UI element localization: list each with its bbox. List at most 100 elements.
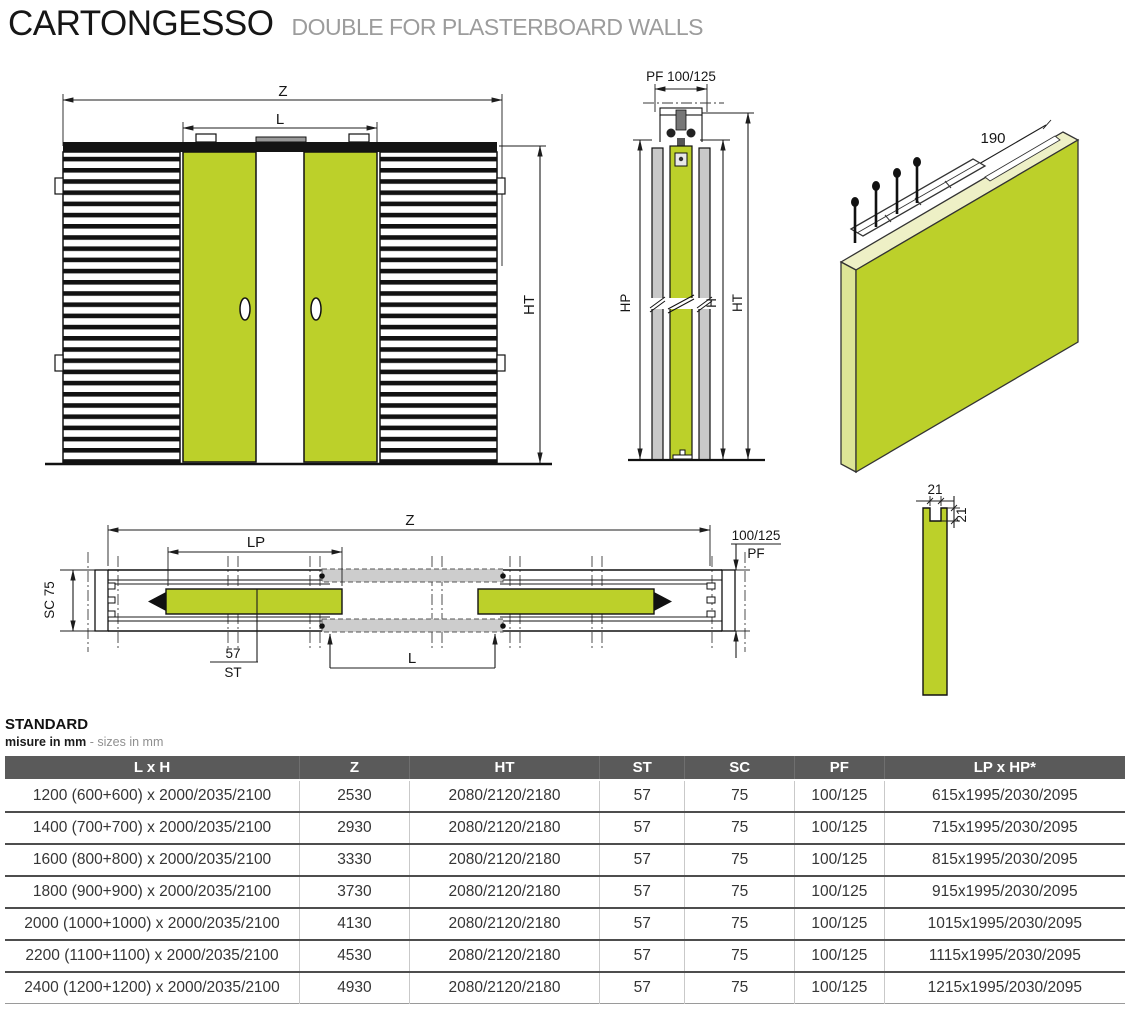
dim-label-plan-l: L xyxy=(408,650,416,667)
table-cell: 4930 xyxy=(299,972,410,1004)
dim-label-groove-length: 190 xyxy=(980,130,1005,147)
table-cell: 75 xyxy=(684,780,795,812)
table-cell: 75 xyxy=(684,876,795,908)
plasterboard-bottom xyxy=(321,618,504,633)
table-cell: 2930 xyxy=(299,812,410,844)
table-header: L x H Z HT ST SC PF LP x HP* xyxy=(5,756,1125,780)
table-cell: 2000 (1000+1000) x 2000/2035/2100 xyxy=(24,915,280,932)
door-handle-left xyxy=(239,297,251,321)
table-cell: 1215x1995/2030/2095 xyxy=(883,972,1125,1004)
door-handle-right xyxy=(310,297,322,321)
panel-front-face xyxy=(855,138,1079,474)
page-title: CARTONGESSO xyxy=(8,4,274,43)
dim-label-section-pf: PF 100/125 xyxy=(646,69,716,84)
column-header-pf: PF xyxy=(794,756,885,780)
dim-label-section-hp: HP xyxy=(618,294,633,313)
table-cell: 2080/2120/2180 xyxy=(408,780,600,812)
table-cell: 2080/2120/2180 xyxy=(408,812,600,844)
dim-label-groove-depth: 21 xyxy=(954,507,969,522)
table-cell: 100/125 xyxy=(794,972,885,1004)
dim-label-section-ht: HT xyxy=(730,294,745,312)
table-note-secondary: - sizes in mm xyxy=(86,735,164,749)
page-subtitle: DOUBLE FOR PLASTERBOARD WALLS xyxy=(291,14,704,40)
table-cell: 1800 (900+900) x 2000/2035/2100 xyxy=(32,883,272,900)
sizes-table: L x H Z HT ST SC PF LP x HP* 1200 (600+6… xyxy=(5,756,1125,1004)
table-cell: 2530 xyxy=(299,780,410,812)
table-cell: 2080/2120/2180 xyxy=(408,876,600,908)
table-cell: 57 xyxy=(599,876,685,908)
screws xyxy=(851,157,921,243)
table-cell: 2400 (1200+1200) x 2000/2035/2100 xyxy=(24,979,280,996)
table-cell: 1400 (700+700) x 2000/2035/2100 xyxy=(32,819,272,836)
table-cell: 75 xyxy=(684,940,795,972)
table-cell: 2080/2120/2180 xyxy=(408,844,600,876)
table-cell: 2080/2120/2180 xyxy=(408,972,600,1004)
table-cell: 915x1995/2030/2095 xyxy=(883,876,1125,908)
table-cell: 615x1995/2030/2095 xyxy=(883,780,1125,812)
track-mechanism xyxy=(659,107,703,148)
track-bar xyxy=(63,142,497,152)
table-cell: 57 xyxy=(599,940,685,972)
page-header: CARTONGESSO DOUBLE FOR PLASTERBOARD WALL… xyxy=(8,4,704,44)
plasterboard-top xyxy=(321,568,504,583)
dim-label-plan-lp: LP xyxy=(247,534,265,551)
dim-label-plan-pf-value: 100/125 xyxy=(732,528,781,543)
table-cell: 100/125 xyxy=(794,876,885,908)
table-cell: 57 xyxy=(599,972,685,1004)
dim-label-plan-st: ST xyxy=(224,665,241,680)
column-header-lpxhp: LP x HP* xyxy=(883,756,1125,780)
table-cell: 2080/2120/2180 xyxy=(408,908,600,940)
dim-label-elevation-ht: HT xyxy=(521,295,538,315)
table-cell: 57 xyxy=(599,812,685,844)
table-cell: 715x1995/2030/2095 xyxy=(883,812,1125,844)
dim-label-plan-sc: SC 75 xyxy=(42,581,57,619)
table-cell: 2080/2120/2180 xyxy=(408,940,600,972)
table-cell: 3730 xyxy=(299,876,410,908)
table-note-primary: misure in mm xyxy=(5,735,87,749)
table-title: STANDARD xyxy=(5,716,89,733)
table-cell: 2200 (1100+1100) x 2000/2035/2100 xyxy=(25,947,279,964)
table-cell: 100/125 xyxy=(794,844,885,876)
vertical-section-drawing: PF 100/125 xyxy=(618,69,765,462)
column-header-st: ST xyxy=(599,756,685,780)
table-cell: 100/125 xyxy=(794,780,885,812)
dim-label-elevation-z: Z xyxy=(278,83,287,100)
table-cell: 75 xyxy=(684,844,795,876)
table-cell: 4530 xyxy=(299,940,410,972)
dim-label-plan-z: Z xyxy=(405,512,414,529)
column-header-z: Z xyxy=(299,756,410,780)
table-cell: 3330 xyxy=(299,844,410,876)
table-cell: 815x1995/2030/2095 xyxy=(883,844,1125,876)
column-header-ht: HT xyxy=(408,756,600,780)
table-cell: 75 xyxy=(684,908,795,940)
plan-section-drawing: Z LP L 57 ST SC 75 100/125 PF xyxy=(42,512,781,680)
table-cell: 100/125 xyxy=(794,940,885,972)
table-cell: 1115x1995/2030/2095 xyxy=(883,940,1125,972)
dim-label-plan-pf: PF xyxy=(747,546,764,561)
dim-label-plan-st-value: 57 xyxy=(225,646,240,661)
table-cell: 75 xyxy=(684,812,795,844)
table-cell: 100/125 xyxy=(794,908,885,940)
table-cell: 1200 (600+600) x 2000/2035/2100 xyxy=(32,787,272,804)
front-elevation-drawing: Z L xyxy=(45,83,552,466)
panel-3d-drawing: 190 xyxy=(839,119,1080,474)
table-cell: 1600 (800+800) x 2000/2035/2100 xyxy=(32,851,272,868)
wall-right xyxy=(379,151,498,465)
plan-door-right xyxy=(477,588,655,615)
table-cell: 57 xyxy=(599,780,685,812)
size-table-section: STANDARD misure in mm - sizes in mm L x … xyxy=(5,716,1125,1004)
technical-drawings: Z L xyxy=(42,69,1080,696)
table-cell: 100/125 xyxy=(794,812,885,844)
wall-left xyxy=(62,151,181,465)
table-cell: 4130 xyxy=(299,908,410,940)
column-header-sc: SC xyxy=(684,756,795,780)
dim-label-elevation-l: L xyxy=(276,111,284,128)
